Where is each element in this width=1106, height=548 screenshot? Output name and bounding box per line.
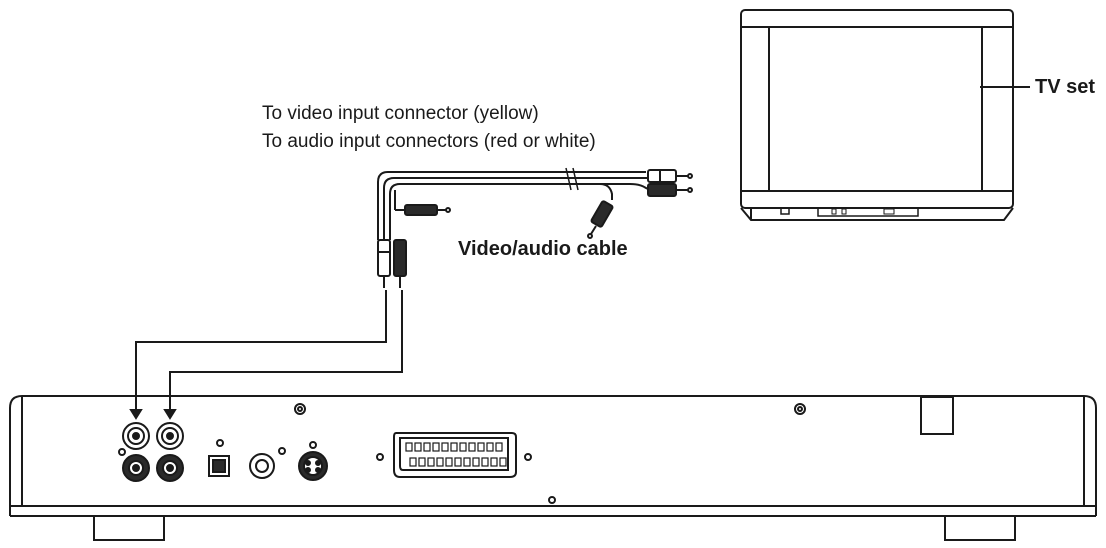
wire-white [135, 290, 387, 415]
rca-plug-tv-top [647, 169, 693, 183]
video-input-label: To video input connector (yellow) [262, 103, 539, 124]
tv-set [740, 9, 1030, 221]
tv-set-label: TV set [1035, 76, 1096, 98]
rca-plug-tv-bottom [647, 183, 693, 197]
audio-input-label: To audio input connectors (red or white) [262, 131, 596, 152]
scart-connector [376, 432, 532, 478]
arrow-red [163, 409, 177, 420]
audio-output-jacks [118, 422, 184, 482]
cable-label: Video/audio cable [458, 238, 628, 260]
rca-plug-angled [587, 200, 614, 239]
arrow-white [129, 409, 143, 420]
rca-plug-white [377, 239, 391, 288]
rca-plug-small [404, 204, 451, 216]
coaxial-output [249, 447, 286, 479]
player-rear-panel [9, 395, 1097, 541]
wire-red [169, 290, 403, 415]
video-audio-cable [377, 167, 650, 240]
s-video-output [298, 441, 328, 481]
optical-output [208, 439, 230, 477]
rca-plug-red [393, 239, 407, 288]
panel-hole [548, 496, 556, 504]
